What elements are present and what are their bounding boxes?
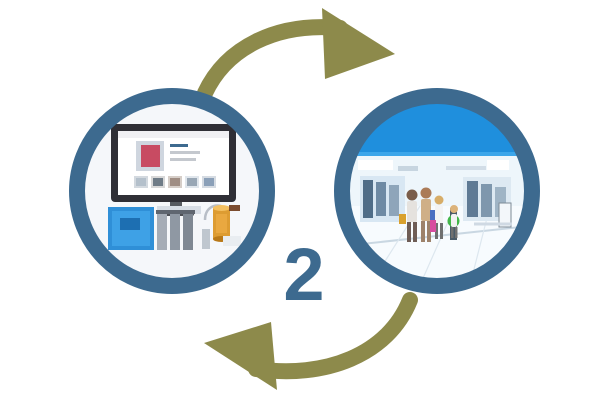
bottom-arrow-icon <box>204 292 418 390</box>
cylinder-icon <box>213 205 241 246</box>
top-arrow-icon <box>197 8 395 101</box>
shoppers-icon <box>399 187 458 242</box>
water-filter-icon <box>156 206 201 250</box>
store-display-icon <box>360 176 512 240</box>
appliance-box-icon <box>108 207 154 250</box>
right-ring-icon <box>334 88 540 294</box>
left-ring-icon <box>69 88 275 294</box>
store-sign-icon <box>358 160 509 171</box>
online-store-scene <box>80 99 264 283</box>
monitor-icon <box>111 124 236 216</box>
center-digit: 2 <box>283 233 324 316</box>
